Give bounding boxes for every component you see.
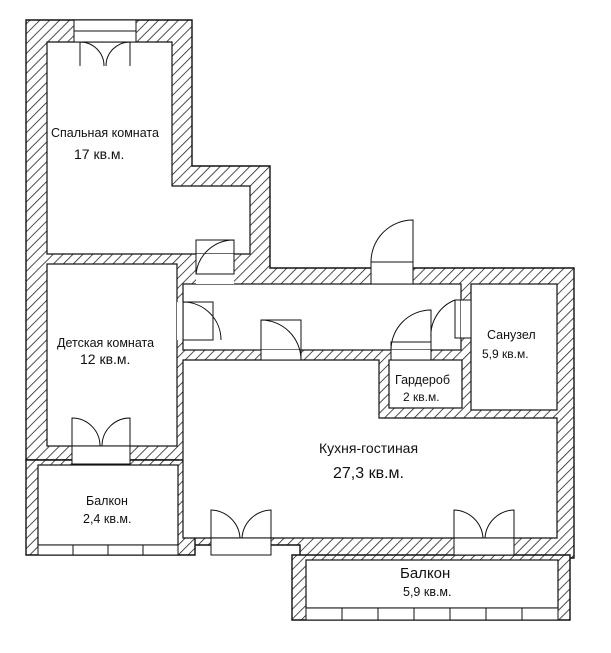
small-balcony-floor [37,464,179,546]
kitchen-floor [182,359,558,539]
kids-room-area: 12 кв.м. [80,351,130,367]
small-balcony-area: 2,4 кв.м. [83,512,132,526]
bedroom-window-door-icon [79,41,131,67]
bedroom-name: Спальная комната [51,126,159,140]
kids-balcony-door-icon [71,417,131,465]
wardrobe-door-icon [390,309,432,361]
kitchen-name: Кухня-гостиная [319,440,418,456]
bedroom-area: 17 кв.м. [74,146,124,162]
kitchen-door-icon [260,319,302,361]
bedroom-window [73,19,137,43]
large-balcony-rail [305,607,559,621]
kids-room-name: Детская комната [57,336,154,350]
bathroom-name: Санузел [487,328,536,342]
wardrobe-area: 2 кв.м. [403,390,440,404]
corridor-floor [182,283,462,351]
kitchen-balcony-door-left-icon [210,509,272,556]
kitchen-area: 27,3 кв.м. [333,465,404,482]
bathroom-door-icon [430,299,472,339]
large-balcony-name: Балкон [400,565,450,582]
bathroom-area: 5,9 кв.м. [482,347,529,361]
wardrobe-floor [388,359,463,409]
kids-room-door-icon [182,301,222,341]
bedroom-door-icon [195,239,235,275]
bedroom-floor [46,41,251,255]
small-balcony-rail [37,544,179,556]
kids-room-floor [46,263,178,447]
wardrobe-name: Гардероб [395,373,450,387]
entrance-door-icon [370,219,414,285]
bathroom-floor [470,283,558,411]
large-balcony-area: 5,9 кв.м. [403,585,452,599]
small-balcony-name: Балкон [86,494,128,508]
large-balcony-floor [305,559,559,609]
kitchen-balcony-door-right-icon [453,509,515,556]
